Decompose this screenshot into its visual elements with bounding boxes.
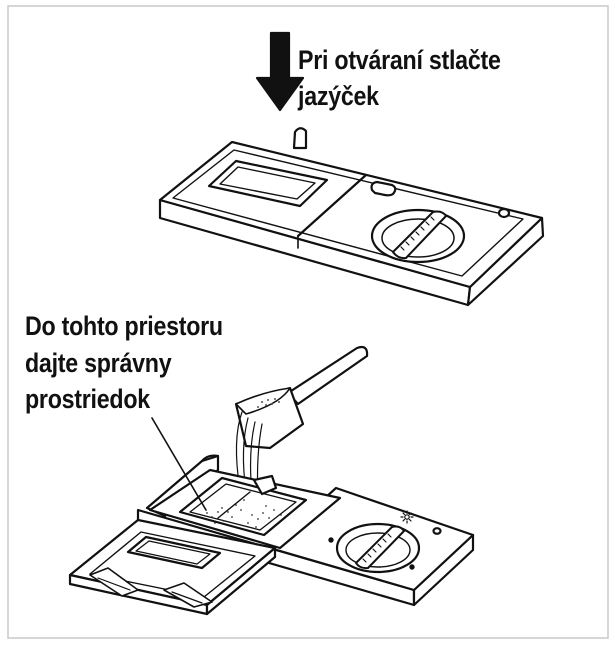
figure-border xyxy=(7,5,609,639)
callout-detergent-line-2: dajte správny xyxy=(25,347,172,378)
callout-detergent-line-3: prostriedok xyxy=(25,384,150,414)
callout-press-tab: Pri otváraní stlačte jazýček xyxy=(298,42,501,114)
closed-dispenser xyxy=(158,127,545,307)
down-arrow-icon xyxy=(255,31,305,112)
callout-detergent-line-1: Do tohto priestoru xyxy=(25,311,223,341)
callout-press-tab-line-1: Pri otváraní stlačte xyxy=(298,45,501,75)
sun-icon xyxy=(400,510,414,524)
open-dispenser xyxy=(68,454,475,616)
label-pointer xyxy=(151,417,207,511)
detergent-scoop-icon xyxy=(234,345,369,450)
callout-press-tab-line-2: jazýček xyxy=(298,81,379,111)
callout-detergent-compartment: Do tohto priestoru dajte správny prostri… xyxy=(25,308,223,418)
